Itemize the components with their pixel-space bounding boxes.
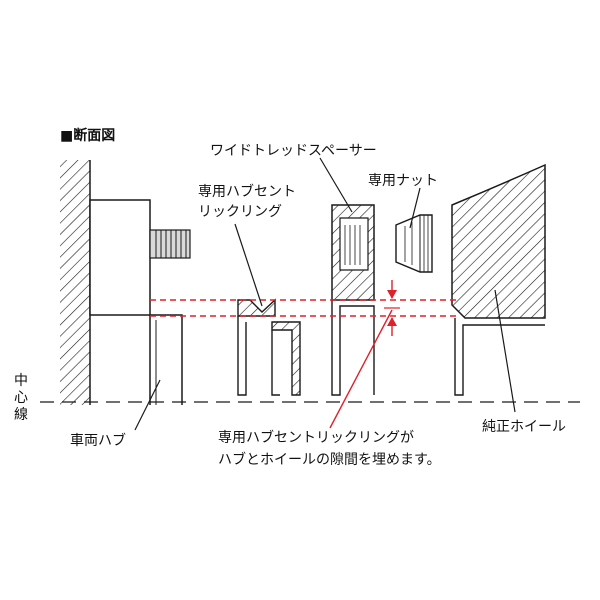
caption-line2: ハブとホイールの隙間を埋めます。 (218, 452, 441, 468)
ring-leader (234, 223, 263, 307)
label-spacer: ワイドトレッドスペーサー (210, 143, 377, 159)
spacer-leader (319, 157, 353, 213)
vehicle-body-wall (60, 160, 90, 405)
gap-arrows (384, 280, 400, 336)
oem-wheel (451, 163, 546, 396)
hub-centric-ring (237, 298, 301, 396)
wheel-leader (494, 289, 516, 413)
label-center-line: 中 心 線 (14, 373, 28, 423)
label-hub-ring-line2: リックリング (198, 204, 282, 220)
caption-line1: 専用ハブセントリックリングが (218, 430, 414, 446)
wide-tread-spacer (331, 204, 375, 396)
hub-flange (89, 199, 151, 316)
hub-leader (134, 379, 161, 431)
label-vehicle-hub: 車両ハブ (70, 433, 126, 449)
label-nut: 専用ナット (368, 173, 438, 189)
nut-leader (409, 187, 421, 229)
diagram-title: ■断面図 (60, 128, 116, 144)
dedicated-nut (395, 214, 433, 273)
caption-leader (329, 309, 393, 429)
label-hub-ring-line1: 専用ハブセント (198, 184, 296, 200)
hub-pilot (149, 314, 183, 405)
stud-bolt (149, 229, 191, 259)
label-oem-wheel: 純正ホイール (482, 419, 566, 435)
